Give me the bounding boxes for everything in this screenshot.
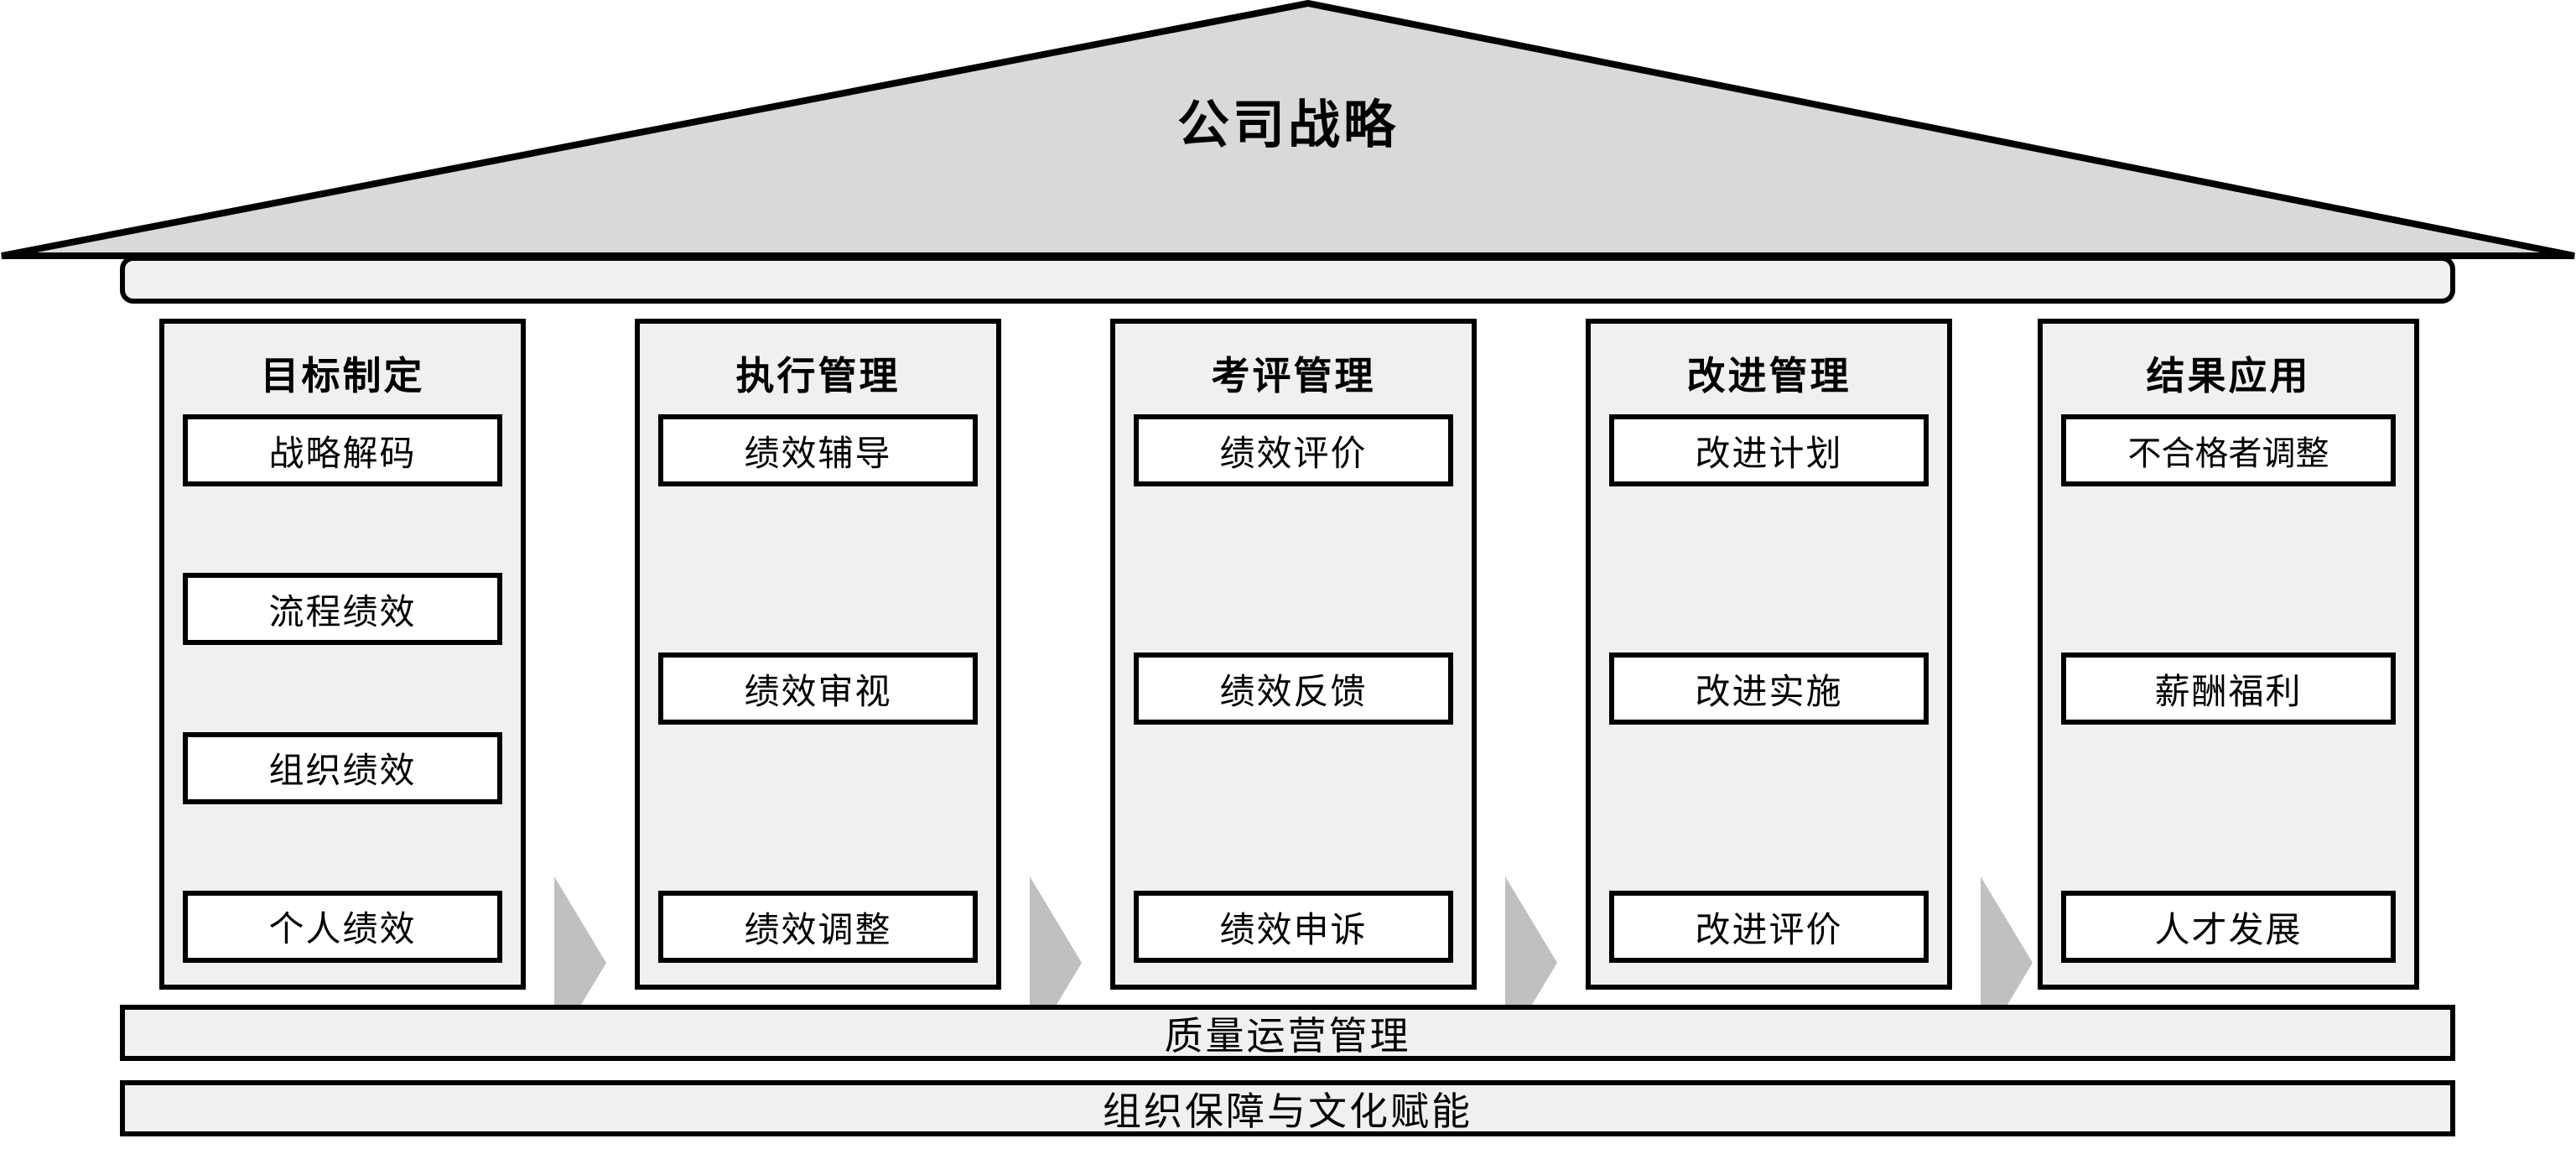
foundation-bar-organization-culture: 组织保障与文化赋能: [120, 1080, 2455, 1136]
pillar-goal-setting[interactable]: 目标制定 战略解码 流程绩效 组织绩效 个人绩效: [159, 319, 526, 990]
pillar-title: 改进管理: [1686, 355, 1852, 398]
item-box[interactable]: 流程绩效: [183, 573, 502, 646]
item-box[interactable]: 绩效调整: [658, 891, 978, 963]
pillar-appraisal-management[interactable]: 考评管理 绩效评价 绩效反馈 绩效申诉: [1110, 319, 1477, 990]
foundation-bar-quality-operations: 质量运营管理: [120, 1005, 2455, 1061]
item-box[interactable]: 人才发展: [2061, 891, 2396, 963]
item-box[interactable]: 绩效申诉: [1134, 891, 1453, 963]
pillar-title: 考评管理: [1211, 355, 1376, 398]
pillar-items: 绩效评价 绩效反馈 绩效申诉: [1115, 414, 1472, 985]
pillar-items: 不合格者调整 薪酬福利 人才发展: [2043, 414, 2414, 985]
pillar-items: 绩效辅导 绩效审视 绩效调整: [640, 414, 996, 985]
item-box[interactable]: 战略解码: [183, 414, 502, 486]
pillar-improvement-management[interactable]: 改进管理 改进计划 改进实施 改进评价: [1586, 319, 1952, 990]
item-box[interactable]: 绩效辅导: [658, 414, 978, 486]
item-box[interactable]: 绩效反馈: [1134, 652, 1453, 725]
item-box[interactable]: 绩效评价: [1134, 414, 1453, 486]
pillars-container: 目标制定 战略解码 流程绩效 组织绩效 个人绩效 执行管理 绩效辅导 绩效审视 …: [159, 319, 2419, 1049]
roof-polygon: [1, 0, 2575, 259]
pillar-items: 战略解码 流程绩效 组织绩效 个人绩效: [164, 414, 521, 985]
roof-shape: 公司战略: [0, 0, 2576, 262]
item-box[interactable]: 个人绩效: [183, 890, 502, 963]
item-box[interactable]: 改进计划: [1609, 414, 1929, 486]
item-box[interactable]: 薪酬福利: [2061, 652, 2396, 725]
item-box[interactable]: 改进评价: [1609, 891, 1929, 963]
item-box[interactable]: 改进实施: [1609, 652, 1929, 725]
pillar-result-application[interactable]: 结果应用 不合格者调整 薪酬福利 人才发展: [2038, 319, 2419, 990]
pillar-title: 目标制定: [260, 355, 425, 398]
item-box[interactable]: 不合格者调整: [2061, 414, 2396, 486]
item-box[interactable]: 组织绩效: [183, 731, 502, 804]
pillar-title: 执行管理: [735, 355, 901, 398]
pillar-execution-management[interactable]: 执行管理 绩效辅导 绩效审视 绩效调整: [635, 319, 1001, 990]
strategy-beam: [120, 256, 2455, 304]
pillar-items: 改进计划 改进实施 改进评价: [1591, 414, 1947, 985]
pillar-title: 结果应用: [2146, 355, 2311, 398]
item-box[interactable]: 绩效审视: [658, 652, 978, 725]
